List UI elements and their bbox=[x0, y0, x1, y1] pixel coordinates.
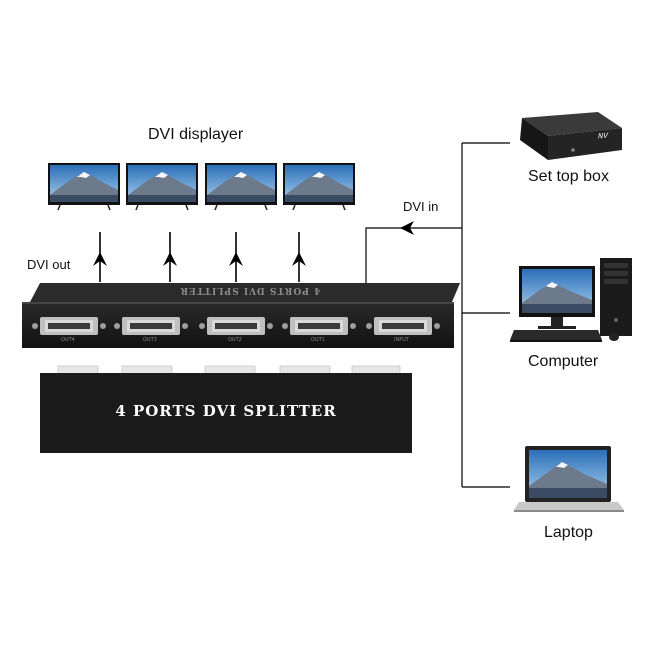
display-4 bbox=[283, 163, 355, 211]
stb-logo: NV bbox=[598, 131, 609, 141]
set-top-box-label: Set top box bbox=[528, 168, 609, 185]
banner-title: 4 PORTS DVI SPLITTER bbox=[115, 402, 337, 420]
port-label-out4: OUT4 bbox=[61, 337, 75, 343]
port-label-input: INPUT bbox=[394, 337, 409, 343]
input-arrow-head bbox=[400, 221, 414, 235]
splitter-top-text: 4 PORTS DVI SPLITTER bbox=[179, 285, 321, 295]
dvi-out-label: DVI out bbox=[27, 257, 71, 272]
laptop bbox=[514, 446, 624, 512]
dvi-port-out4 bbox=[32, 317, 106, 335]
input-bracket bbox=[365, 142, 510, 488]
displays-title: DVI displayer bbox=[148, 126, 244, 143]
port-label-out1: OUT1 bbox=[311, 337, 325, 343]
computer-label: Computer bbox=[528, 353, 599, 370]
port-label-out3: OUT3 bbox=[143, 337, 157, 343]
dvi-port-input bbox=[366, 317, 440, 335]
laptop-label: Laptop bbox=[544, 524, 593, 541]
splitter-back-connectors bbox=[57, 365, 401, 375]
product-banner: 4 PORTS DVI SPLITTER bbox=[40, 373, 412, 453]
display-3 bbox=[205, 163, 277, 211]
splitter-device bbox=[22, 283, 460, 348]
computer bbox=[510, 258, 632, 342]
display-2 bbox=[126, 163, 198, 211]
dvi-port-out1 bbox=[282, 317, 356, 335]
dvi-port-out2 bbox=[199, 317, 273, 335]
output-arrows bbox=[93, 232, 306, 282]
display-1 bbox=[48, 163, 120, 211]
port-label-out2: OUT2 bbox=[228, 337, 242, 343]
set-top-box bbox=[520, 112, 622, 160]
dvi-in-label: DVI in bbox=[403, 199, 439, 214]
dvi-port-out3 bbox=[114, 317, 188, 335]
